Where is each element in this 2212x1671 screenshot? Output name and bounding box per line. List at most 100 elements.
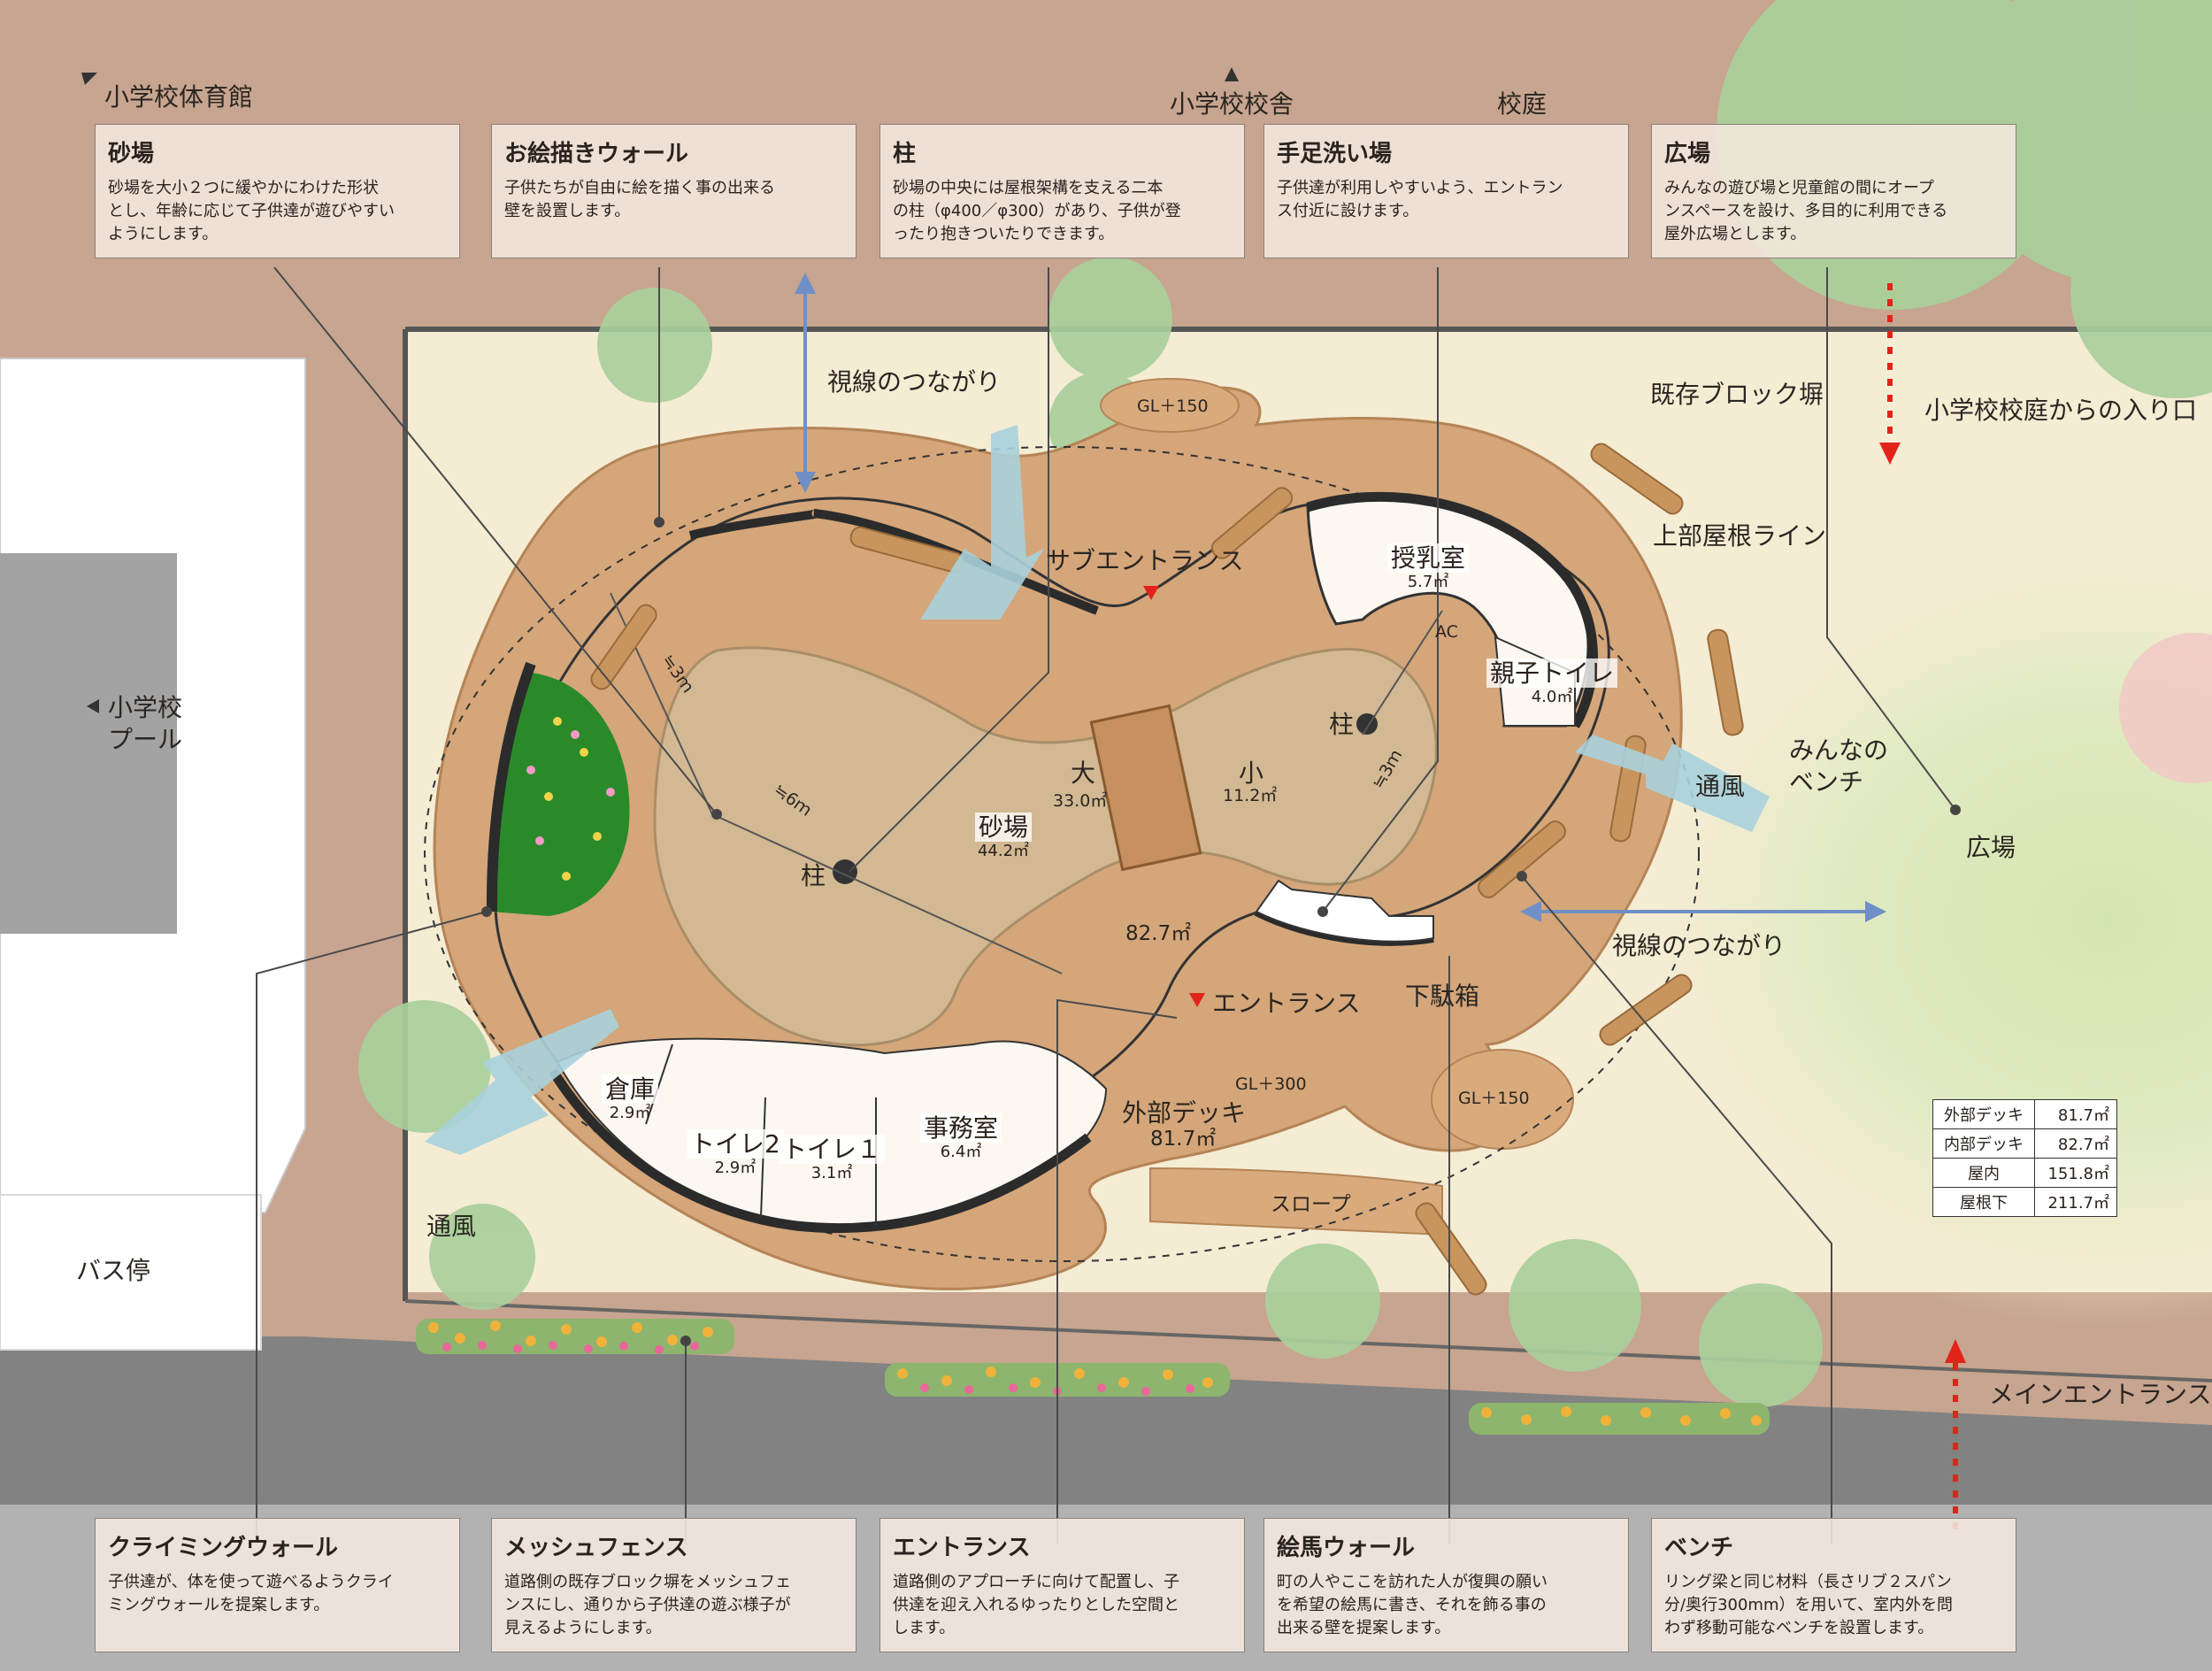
room-area: 2.9㎡ [714,1159,757,1178]
table-cell-label: 外部デッキ [1932,1099,2035,1129]
info-box-drawing-wall: お絵描きウォール 子供たちが自由に絵を描く事の出来る 壁を設置します。 [491,124,856,258]
info-box-title: 絵馬ウォール [1277,1535,1416,1561]
info-box-text: 砂場を大小２つに緩やかにわけた形状 とし、年齢に応じて子供達が遊びやすい ように… [108,179,395,244]
room-name: 倉庫 [602,1074,659,1105]
info-box-text: 町の人やここを訪れた人が復興の願い を希望の絵馬に書き、それを飾る事の 出来る壁… [1277,1573,1548,1638]
pool-label: 小学校 プール [108,693,183,755]
sub-entrance-label: サブエントランス [1046,546,1244,575]
outer-deck-area: 81.7㎡ [1150,1128,1217,1151]
info-box-text: 子供たちが自由に絵を描く事の出来る 壁を設置します。 [504,179,775,221]
info-box-title: 手足洗い場 [1277,141,1393,167]
road [0,1336,2212,1505]
info-box-mesh-fence: メッシュフェンス 道路側の既存ブロック塀をメッシュフェ ンスにし、通りから子供達… [491,1518,856,1652]
large-sandpit-label: 大 [1071,758,1096,788]
room-area: 5.7㎡ [1407,573,1449,592]
ventilation-arrow [1575,735,1770,832]
climbing-wall-arc [486,661,536,913]
table-cell-value: 81.7㎡ [2034,1099,2117,1129]
room-name: 親子トイレ [1486,658,1618,689]
info-box-title: 柱 [893,141,917,167]
info-box-ema-wall: 絵馬ウォール 町の人やここを訪れた人が復興の願い を希望の絵馬に書き、それを飾る… [1263,1518,1629,1652]
main-entrance-label: メインエントランス [1989,1380,2212,1409]
pillar-main-label: 柱 [801,861,826,890]
pool [0,553,177,934]
small-sandpit-label: 小 [1239,758,1264,788]
room-area: 2.9㎡ [609,1104,651,1123]
bench [1599,974,1693,1046]
tree [1509,1239,1641,1372]
large-sandpit-area: 33.0㎡ [1053,791,1108,811]
leader-line [1521,875,1832,1544]
gym-label: 小学校体育館 [104,82,254,112]
room-name: 授乳室 [1387,543,1470,574]
bottom-rooms-wall [549,1068,1092,1234]
info-box-text: 道路側のアプローチに向けて配置し、子 供達を迎え入れるゆったりとした空間と しま… [893,1573,1179,1638]
room-area: 3.1㎡ [810,1164,853,1183]
flower-bed-right [1469,1403,1770,1435]
table-cell-value: 151.8㎡ [2034,1158,2117,1188]
room-storage: 倉庫 2.9㎡ [602,1074,659,1123]
info-box-title: 砂場 [108,141,155,167]
bench [1590,443,1684,515]
tree [1265,1244,1380,1359]
info-box-pillar: 柱 砂場の中央には屋根架構を支える二本 の柱（φ400／φ300）があり、子供が… [879,124,1245,258]
pillar-main [833,859,857,884]
room-toilet-2: トイレ2 2.9㎡ [687,1129,784,1177]
bench [1707,628,1744,736]
info-box-text: みんなの遊び場と児童館の間にオープ ンスペースを設け、多目的に利用できる 屋外広… [1664,179,1948,244]
leader-line [849,267,1049,873]
tree [1048,257,1172,381]
yard-entrance-arrowhead [1879,443,1901,465]
info-box-bench: ベンチ リング梁と同じ材料（長さリブ２スパン 分/奥行300mm）を用いて、室内… [1651,1518,2016,1652]
small-sandpit-area: 11.2㎡ [1223,786,1278,805]
room-area: 4.0㎡ [1531,688,1573,707]
leader-line [1056,998,1178,1544]
school-yard-label: 校庭 [1497,89,1548,119]
school-building-label: 小学校校舎 [1170,89,1294,119]
existing-wall-label: 既存ブロック塀 [1650,380,1824,409]
table-cell-label: 内部デッキ [1932,1128,2035,1159]
school-direction-marker [1225,67,1239,81]
blossom-tree [2119,633,2212,783]
info-box-wash-area: 手足洗い場 子供達が利用しやすいよう、エントラン ス付近に設けます。 [1263,124,1629,258]
room-name: トイレ１ [779,1135,886,1165]
tree [358,1000,491,1133]
dimension-line [711,813,1063,974]
table-cell-label: 屋根下 [1932,1187,2035,1217]
ventilation-left-label: 通風 [426,1212,477,1241]
ventilation-arrow [425,1009,619,1155]
everyone-bench-label: みんなの ベンチ [1789,735,1889,797]
ac-label: AC [1435,622,1458,642]
bench [1478,820,1566,898]
bench [1210,487,1294,559]
info-box-title: エントランス [893,1535,1031,1561]
pillar-small-label: 柱 [1329,710,1355,739]
leader-line [273,266,718,815]
climbing-wall-green [491,673,630,916]
gl150-bottom-label: GL＋150 [1458,1089,1530,1108]
pool-direction-marker [87,699,99,713]
info-box-text: リング梁と同じ材料（長さリブ２スパン 分/奥行300mm）を用いて、室内外を問 … [1664,1573,1954,1638]
info-box-climbing-wall: クライミングウォール 子供達が、体を使って遊べるようクライ ミングウォールを提案… [95,1518,460,1652]
info-box-title: クライミングウォール [108,1535,339,1561]
main-entrance-arrowhead [1945,1339,1966,1363]
bus-stop-label: バス停 [76,1256,151,1285]
outer-deck-label: 外部デッキ [1122,1098,1247,1128]
room-nursing: 授乳室 5.7㎡ [1387,543,1470,592]
info-box-sandpit: 砂場 砂場を大小２つに緩やかにわけた形状 とし、年齢に応じて子供達が遊びやすい … [95,124,460,258]
leader-line [256,911,488,1544]
info-box-text: 子供達が利用しやすいよう、エントラン ス付近に設けます。 [1277,179,1563,221]
info-box-title: お絵描きウォール [504,141,689,167]
roof-line-label: 上部屋根ライン [1653,521,1827,551]
info-box-title: メッシュフェンス [504,1535,688,1561]
tree [1699,1283,1823,1407]
entrance-label: エントランス [1212,989,1361,1018]
room-name: 事務室 [920,1113,1002,1144]
tree [429,1204,535,1310]
gym-direction-marker [81,73,97,85]
slope-label: スロープ [1271,1193,1351,1216]
info-box-title: 広場 [1664,141,1711,167]
